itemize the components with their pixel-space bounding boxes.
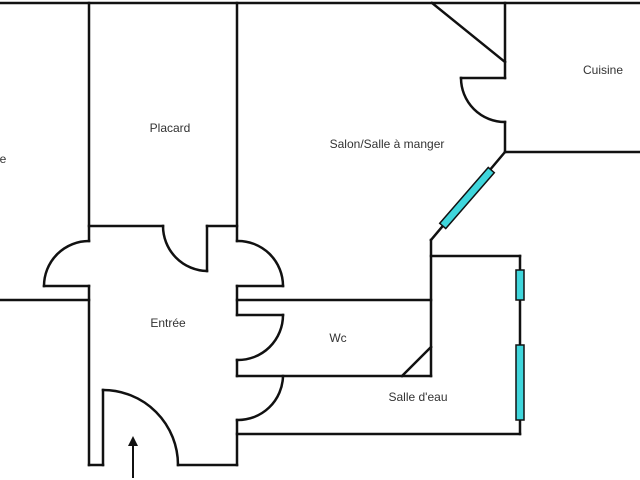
entry-arrow-icon bbox=[128, 436, 138, 478]
window-salon bbox=[438, 166, 496, 230]
room-label-placard: Placard bbox=[150, 121, 191, 135]
window-salle-eau-top bbox=[515, 269, 525, 301]
room-label-salon: Salon/Salle à manger bbox=[330, 137, 445, 151]
room-label-cuisine: Cuisine bbox=[583, 63, 623, 77]
room-label-entree: Entrée bbox=[150, 316, 186, 330]
room-label-salle-eau: Salle d'eau bbox=[388, 390, 447, 404]
window-salle-eau-bottom bbox=[515, 344, 525, 421]
door-swings bbox=[42, 76, 507, 467]
windows bbox=[438, 166, 525, 421]
walls bbox=[0, 1, 640, 467]
room-label-left-partial: e bbox=[0, 152, 7, 166]
room-label-wc: Wc bbox=[329, 331, 346, 345]
